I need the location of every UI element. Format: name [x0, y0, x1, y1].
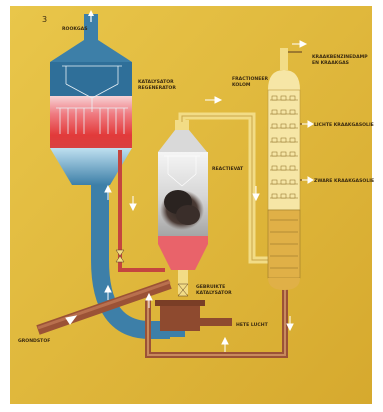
hot-air-inlet [200, 318, 232, 326]
label-rookgas: ROOKGAS [62, 26, 88, 32]
regenerator-body-upper [50, 62, 132, 96]
regenerator-bed [50, 96, 132, 148]
column-upper [268, 90, 300, 210]
label-reactievat: REACTIEVAT [212, 166, 244, 172]
label-gebruikte-1: GEBRUIKTE [196, 284, 225, 290]
label-fractioneer-1: FRACTIONEER [232, 76, 268, 82]
label-kraakbenzine-1: KRAAKBENZINEDAMP [312, 54, 368, 60]
figure-number: 3 [42, 15, 47, 24]
label-zware-kraakgasolie: ZWARE KRAAKGASOLIE [314, 178, 374, 184]
label-katalysator-regenerator-1: KATALYSATOR [138, 79, 174, 85]
label-grondstof: GRONDSTOF [18, 338, 50, 344]
hot-air-flange [155, 300, 205, 306]
column-top-pipe [280, 48, 288, 70]
label-fractioneer-2: KOLOM [232, 82, 251, 88]
label-katalysator-regenerator-2: REGENERATOR [138, 85, 176, 91]
reactor-bed [158, 236, 208, 244]
label-lichte-kraakgasolie: LICHTE KRAAKGASOLIE [314, 122, 374, 128]
label-kraakbenzine-2: EN KRAAKGAS [312, 60, 349, 66]
hot-air-tee [160, 305, 200, 331]
label-hete-lucht: HETE LUCHT [236, 322, 269, 328]
label-gebruikte-2: KATALYSATOR [196, 290, 232, 296]
